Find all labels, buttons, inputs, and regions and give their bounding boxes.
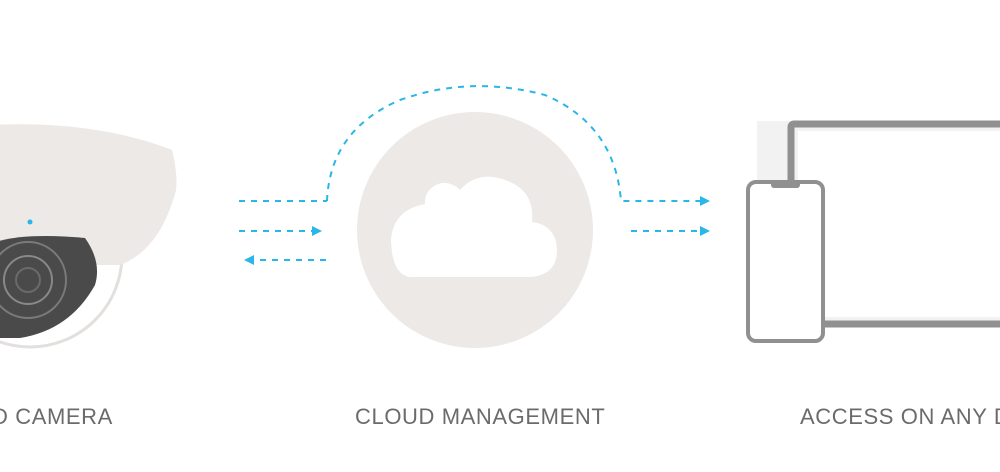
dome-camera-icon [0, 124, 177, 349]
cloud-icon [357, 112, 593, 348]
camera-cloud-connectors [239, 200, 327, 265]
camera-led-indicator [27, 219, 33, 225]
smartphone-icon [746, 180, 825, 343]
caption-cloud-management: CLOUD MANAGEMENT [355, 404, 606, 429]
caption-camera: D CAMERA [0, 404, 113, 429]
caption-access-on-any-device: ACCESS ON ANY D [800, 404, 1000, 429]
cloud-arc-connector [326, 85, 710, 206]
